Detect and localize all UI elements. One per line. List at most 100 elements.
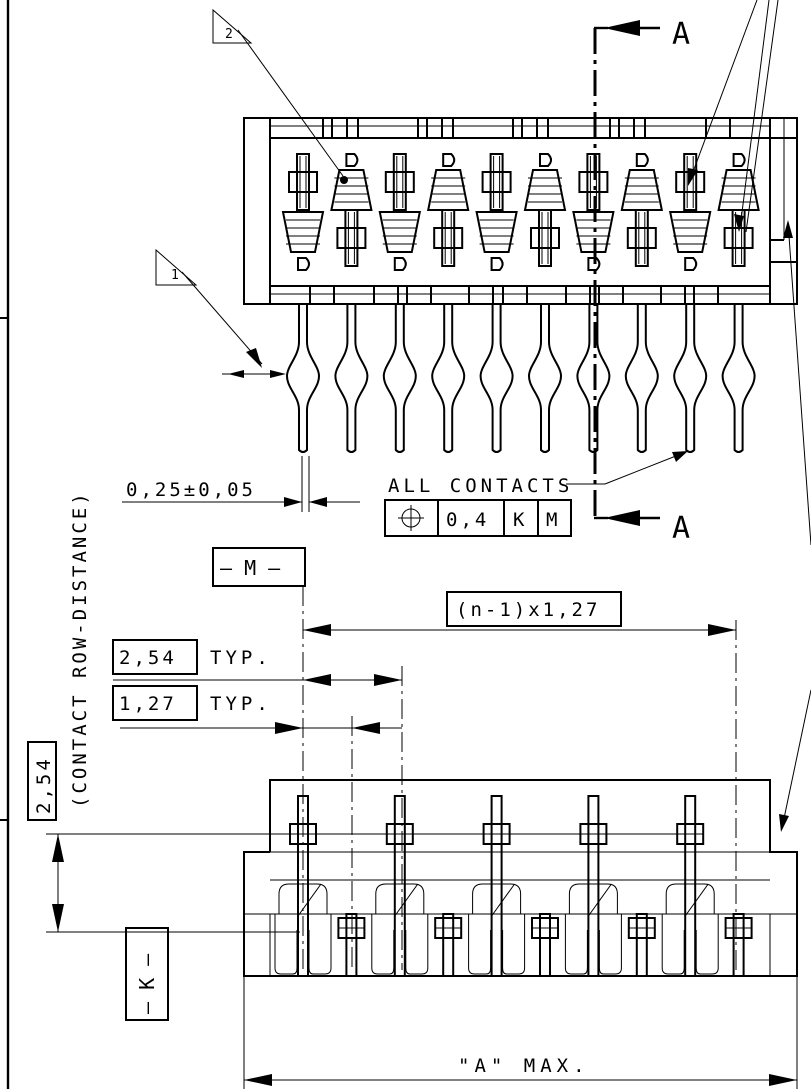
latch-window	[502, 285, 528, 305]
side-pin-short	[345, 913, 358, 977]
latch-icon	[490, 257, 504, 271]
triangle-icon	[212, 8, 253, 44]
latch-window	[609, 117, 635, 139]
contact-pin	[586, 153, 601, 211]
section-arrow-icon	[604, 20, 640, 36]
latch-window	[565, 285, 591, 305]
contact-lead	[721, 304, 756, 453]
contact-lead	[527, 304, 563, 453]
contact-pin	[296, 153, 310, 211]
contact-pin	[384, 171, 415, 193]
triangle-icon	[155, 248, 198, 286]
section-label-top: A	[672, 17, 690, 52]
latch-window	[417, 117, 443, 139]
latch-window	[373, 285, 399, 305]
side-housing-outline	[243, 779, 798, 977]
position-tolerance: ALL CONTACTS 0,4 K M	[384, 451, 688, 537]
datum-k-ref: K	[513, 509, 525, 531]
lead-thickness-value: 0,25±0,05	[126, 479, 256, 501]
contact-pin	[288, 171, 318, 193]
all-contacts-label: ALL CONTACTS	[388, 475, 573, 497]
note-1-number: 1	[171, 268, 179, 283]
latch-window	[598, 285, 624, 305]
span-label: (n-1)x1,27	[456, 599, 600, 621]
latch-icon	[587, 257, 601, 271]
datum-m-label: — M —	[220, 556, 281, 580]
span-dim: (n-1)x1,27	[303, 591, 737, 970]
latch-window	[331, 117, 359, 139]
contact-funnel	[523, 169, 567, 211]
contact-array	[281, 153, 760, 271]
side-pin-short	[635, 913, 648, 977]
latch-icon	[297, 257, 310, 271]
contact-pin	[441, 209, 456, 267]
contact-pin	[530, 227, 560, 249]
contact-funnel	[475, 211, 518, 253]
contact-funnel	[668, 211, 712, 253]
row-distance-value: 2,54	[33, 756, 55, 814]
contact-pin	[489, 153, 504, 211]
contact-lead	[479, 304, 514, 453]
latch-window	[426, 117, 454, 139]
contact-pin	[723, 227, 754, 249]
latch-window	[693, 285, 719, 305]
contact-lead	[334, 304, 369, 453]
latch-icon	[345, 153, 359, 167]
pitch-contact-suffix: TYP.	[210, 693, 272, 715]
callout-note-2	[212, 8, 348, 184]
contact-pin	[538, 209, 552, 267]
connector-top-view	[243, 117, 798, 305]
contact-lead	[382, 304, 417, 453]
latch-windows	[309, 117, 731, 305]
section-line-a-a	[593, 20, 660, 526]
pitch-contact-value: 1,27	[119, 693, 177, 715]
side-pin-short	[732, 913, 745, 977]
side-contacts	[243, 795, 798, 977]
contact-lead	[285, 304, 321, 453]
contact-pin	[336, 227, 367, 249]
row-distance-label: (CONTACT ROW-DISTANCE)	[69, 490, 91, 808]
side-pin-short	[539, 913, 551, 977]
latch-icon	[684, 257, 698, 271]
latch-icon	[539, 153, 552, 167]
contact-lead	[673, 304, 708, 453]
contact-pin	[481, 171, 512, 193]
tolerance-value: 0,4	[446, 509, 489, 531]
side-pin-tall	[393, 795, 406, 977]
latch-window	[521, 117, 549, 139]
datum-m: — M —	[212, 547, 306, 970]
datum-m-ref: M	[546, 509, 557, 531]
latch-window	[468, 285, 494, 305]
end-block	[243, 913, 271, 977]
contact-funnel	[378, 211, 422, 253]
side-pin-tall	[684, 795, 697, 977]
latch-icon	[393, 257, 407, 271]
latch-window	[406, 285, 432, 305]
end-block	[769, 913, 798, 977]
latch-icon	[732, 153, 746, 167]
latch-window	[512, 117, 538, 139]
pitch-254-dim: 2,54 TYP.	[112, 639, 403, 970]
pitch-row-value: 2,54	[119, 647, 177, 669]
note-2-number: 2	[225, 27, 233, 42]
latch-window	[309, 285, 335, 305]
callout-note-1	[155, 248, 286, 378]
pitch-row-suffix: TYP.	[210, 647, 272, 669]
side-pin-short	[442, 913, 455, 977]
leader-lines	[688, 0, 811, 832]
overall-length-dim: "A" MAX.	[243, 976, 798, 1089]
contact-lead	[576, 304, 611, 453]
contact-lead	[624, 304, 659, 453]
contact-funnel	[281, 211, 325, 253]
datum-k: — K —	[125, 927, 169, 1021]
contact-lead	[431, 304, 466, 453]
latch-window	[660, 285, 686, 305]
connector-side-view	[243, 779, 798, 977]
contact-leads	[285, 304, 756, 453]
latch-icon	[635, 153, 649, 167]
contact-pin	[433, 227, 464, 249]
latch-window	[322, 117, 348, 139]
latch-icon	[442, 153, 456, 167]
housing-outline	[243, 117, 798, 305]
